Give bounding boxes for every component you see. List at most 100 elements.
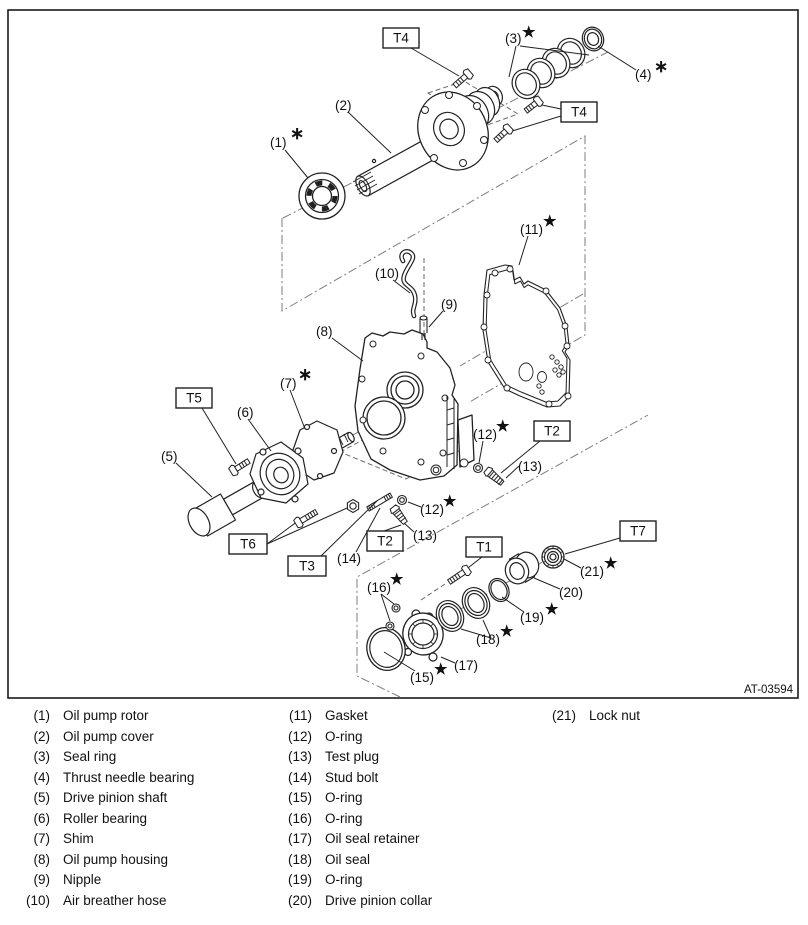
- thrust-needle-bearing-drawing: [581, 26, 605, 52]
- part-callout-p11: (11)★: [518, 213, 557, 266]
- part-callout-p17: (17): [440, 656, 478, 673]
- leader-line: [564, 537, 621, 555]
- star-icon: ★: [496, 418, 510, 435]
- part-callout-p12b: (12)★: [407, 493, 457, 517]
- part-number-label: (3): [505, 31, 522, 46]
- star-icon: ★: [500, 623, 514, 640]
- legend-item-number: (12): [287, 728, 312, 744]
- part-number-label: (4): [635, 67, 652, 82]
- leader-line: [380, 593, 395, 605]
- part-callout-p6: (6): [237, 405, 272, 452]
- legend-item-number: (6): [33, 810, 51, 826]
- legend-item: (20)Drive pinion collar: [282, 891, 432, 912]
- part-callout-p21: (21)★: [563, 555, 618, 579]
- part-callout-p2: (2): [335, 98, 392, 154]
- leader-line: [541, 104, 562, 110]
- tool-ref-box-t3: T3: [287, 500, 378, 577]
- bolt-drawing: [446, 564, 472, 585]
- legend-item: (4) Thrust needle bearing: [20, 768, 195, 789]
- part-number-label: (17): [454, 658, 478, 673]
- leader-line: [347, 111, 392, 154]
- tool-ref-label: T2: [544, 424, 560, 439]
- legend-item: (16)O-ring: [282, 809, 432, 830]
- legend-item-number: (4): [33, 769, 51, 785]
- legend-item-number: (9): [33, 872, 51, 887]
- legend-item-label: Oil pump cover: [63, 728, 154, 744]
- asterisk-icon: ∗: [654, 57, 668, 76]
- bolt-drawing: [523, 95, 544, 114]
- part-number-label: (19): [520, 610, 544, 625]
- legend-item: (17)Oil seal retainer: [282, 829, 432, 850]
- legend-item-label: Gasket: [325, 708, 368, 723]
- part-number-label: (14): [337, 551, 361, 566]
- part-number-label: (10): [375, 266, 399, 281]
- legend-item: (5)Drive pinion shaft: [20, 788, 194, 809]
- tool-ref-box-t7: T7: [564, 520, 657, 555]
- asterisk-icon: ∗: [298, 365, 312, 384]
- part-number-label: (12): [473, 427, 497, 442]
- legend-item-label: Oil pump rotor: [63, 708, 149, 723]
- leader-line: [284, 149, 309, 179]
- gasket-drawing: [480, 264, 572, 408]
- legend-item-label: Nipple: [63, 872, 102, 887]
- oil-seal-retainer-group: [366, 545, 565, 671]
- leader-line: [440, 656, 456, 664]
- part-callout-p13a: (13): [505, 459, 542, 479]
- legend-column: (21)Lock nut: [546, 706, 640, 727]
- part-callout-p12a: (12)★: [473, 418, 510, 464]
- star-icon: ★: [543, 213, 557, 230]
- legend-item: (13)Test plug: [282, 747, 432, 768]
- leader-line: [355, 507, 381, 553]
- oil-pump-housing-drawing: [354, 329, 475, 481]
- part-number-label: (1): [270, 135, 287, 150]
- legend-item-number: (8): [33, 851, 51, 867]
- part-number-label: (8): [316, 324, 333, 339]
- part-callout-p4: (4)∗: [597, 45, 668, 82]
- part-number-label: (21): [580, 564, 604, 579]
- part-callout-p10: (10): [375, 266, 411, 294]
- tool-ref-label: T4: [393, 31, 409, 46]
- leader-line: [533, 577, 561, 590]
- leader-line: [518, 235, 529, 266]
- legend-item-number: (11): [288, 708, 312, 723]
- legend-item: (18)Oil seal: [282, 850, 432, 871]
- legend-item-number: (1): [33, 708, 51, 723]
- legend-item-number: (19): [287, 872, 312, 887]
- tool-ref-label: T1: [476, 540, 492, 555]
- tool-ref-label: T2: [377, 534, 393, 549]
- part-callout-p19: (19)★: [501, 596, 559, 625]
- tool-ref-box-t1: T1: [463, 536, 503, 572]
- part-callout-p18: (18)★: [460, 619, 514, 647]
- legend-column: (11)Gasket(12)O-ring(13)Test plug(14)Stu…: [282, 706, 432, 911]
- legend-item: (12)O-ring: [282, 727, 432, 748]
- legend-item-label: Oil seal retainer: [325, 831, 420, 846]
- part-number-label: (13): [518, 459, 542, 474]
- part-number-label: (20): [559, 585, 583, 600]
- leader-line: [519, 45, 590, 56]
- legend-item-label: Drive pinion collar: [325, 892, 433, 908]
- tool-ref-label: T6: [240, 537, 256, 552]
- tool-ref-label: T7: [630, 524, 646, 539]
- legend-item-number: (16): [287, 810, 312, 826]
- legend-item-number: (3): [33, 749, 51, 764]
- leader-line: [175, 462, 213, 498]
- star-icon: ★: [443, 493, 457, 510]
- leader-line: [320, 500, 378, 557]
- part-number-label: (2): [335, 98, 352, 113]
- legend-item-label: Thrust needle bearing: [63, 769, 195, 785]
- star-icon: ★: [545, 601, 559, 618]
- legend-item-number: (13): [287, 749, 312, 764]
- leader-line: [383, 524, 402, 532]
- legend-item-label: Seal ring: [63, 749, 117, 764]
- tool-ref-label: T4: [571, 105, 587, 120]
- part-number-label: (18): [476, 632, 500, 647]
- diagram-border: [7, 9, 799, 699]
- star-icon: ★: [390, 571, 404, 588]
- legend-item-label: Air breather hose: [63, 892, 167, 908]
- legend-item: (7)Shim: [20, 829, 194, 850]
- leader-line: [410, 47, 460, 77]
- leader-line: [266, 507, 348, 545]
- part-callout-p14: (14): [337, 507, 381, 566]
- legend-item: (19)O-ring: [282, 870, 432, 891]
